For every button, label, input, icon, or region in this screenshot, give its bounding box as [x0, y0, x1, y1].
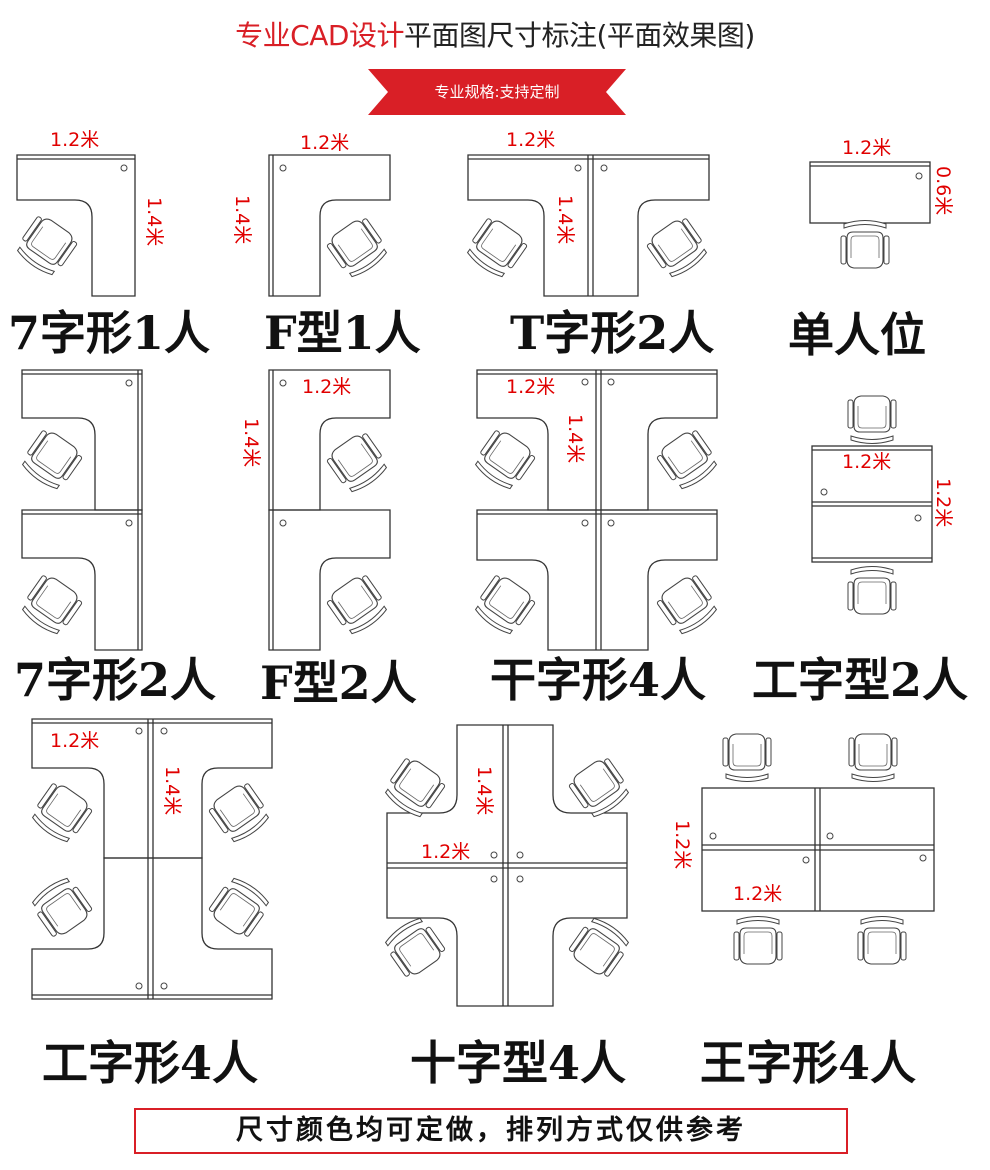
dim-1-depth: 1.4米 — [143, 197, 165, 246]
dim-6-width: 1.2米 — [302, 376, 351, 398]
dim-11-width: 1.2米 — [733, 883, 782, 905]
dim-4-width: 1.2米 — [842, 137, 891, 159]
plan-f-1 — [268, 154, 392, 297]
page-title: 专业CAD设计平面图尺寸标注(平面效果图) — [0, 14, 990, 54]
plan-gan-4 — [470, 369, 722, 651]
label-7-1: 7字形1人 — [8, 306, 211, 360]
plan-single — [809, 161, 931, 269]
ribbon-text: 专业规格:支持定制 — [434, 83, 560, 101]
dim-1-width: 1.2米 — [50, 129, 99, 151]
dim-7-width: 1.2米 — [506, 376, 555, 398]
plan-gong-2 — [811, 395, 933, 615]
dim-11-depth: 1.2米 — [671, 820, 693, 869]
label-t-2: T字形2人 — [510, 306, 715, 360]
plan-gong-4 — [27, 718, 274, 1000]
plan-wang-4 — [701, 733, 935, 965]
label-gan-4: 干字形4人 — [490, 653, 707, 707]
dim-10-width: 1.2米 — [421, 841, 470, 863]
dim-6-depth: 1.4米 — [240, 418, 262, 467]
dim-7-depth: 1.4米 — [564, 414, 586, 463]
spec-ribbon — [368, 69, 626, 115]
ribbon-shape — [368, 69, 626, 115]
dim-8-width: 1.2米 — [842, 451, 891, 473]
dim-9-width: 1.2米 — [50, 730, 99, 752]
label-wang-4: 王字形4人 — [700, 1036, 917, 1090]
dim-2-depth: 1.4米 — [231, 195, 253, 244]
dim-3-width: 1.2米 — [506, 129, 555, 151]
plan-t-2 — [462, 154, 712, 297]
label-shi-4: 十字型4人 — [410, 1036, 627, 1090]
title-highlight: 专业CAD设计 — [235, 19, 404, 52]
dim-4-depth: 0.6米 — [932, 166, 954, 215]
dim-8-depth: 1.2米 — [932, 478, 954, 527]
label-f-2: F型2人 — [260, 656, 417, 710]
title-rest: 平面图尺寸标注(平面效果图) — [403, 19, 755, 52]
label-gong-4: 工字形4人 — [42, 1036, 259, 1090]
dim-10-depth: 1.4米 — [473, 766, 495, 815]
plan-f-2 — [268, 369, 392, 651]
plan-shi-4 — [380, 724, 634, 1007]
label-single: 单人位 — [788, 308, 926, 362]
plan-7-2 — [17, 369, 143, 651]
label-7-2: 7字形2人 — [14, 653, 217, 707]
footer-note: 尺寸颜色均可定做，排列方式仅供参考 — [236, 1115, 746, 1146]
label-gong-2: 工字型2人 — [752, 653, 969, 707]
dim-9-depth: 1.4米 — [161, 766, 183, 815]
dim-2-width: 1.2米 — [300, 132, 349, 154]
plan-7-1 — [12, 154, 136, 297]
footer-frame — [134, 1108, 848, 1154]
label-f-1: F型1人 — [264, 306, 421, 360]
dim-3-depth: 1.4米 — [554, 195, 576, 244]
